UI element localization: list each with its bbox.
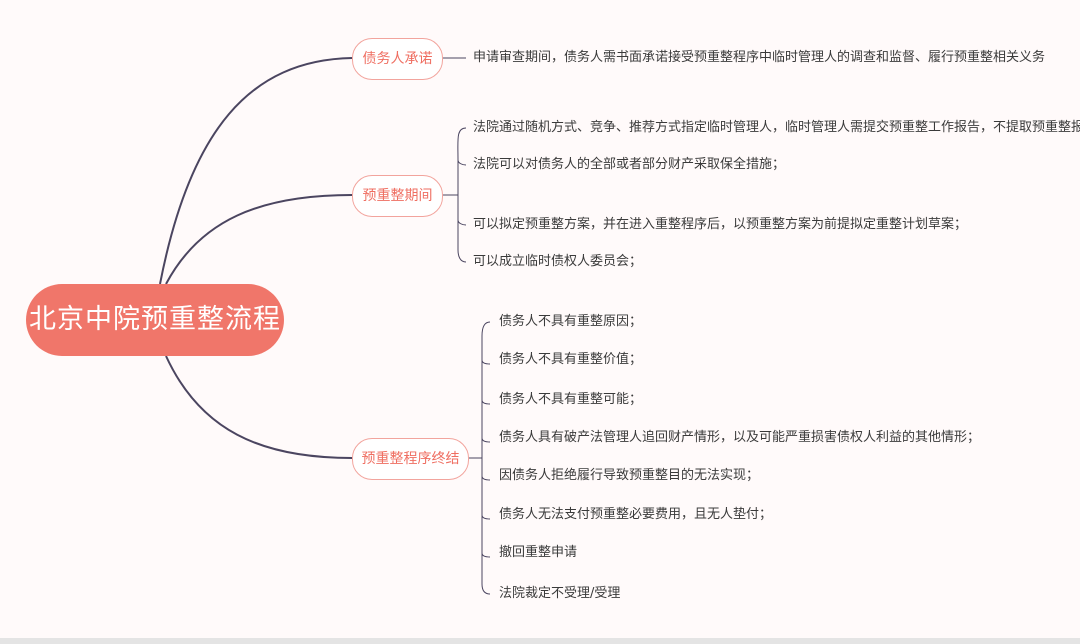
branch-node-pre-reorganization-termination[interactable]: 预重整程序终结 bbox=[352, 438, 469, 480]
leaf-item[interactable]: 可以拟定预重整方案，并在进入重整程序后，以预重整方案为前提拟定重整计划草案； bbox=[473, 217, 968, 232]
connector-root-branch-1 bbox=[159, 57, 353, 285]
connector-root-branch-3 bbox=[165, 355, 353, 459]
bracket-branch-2 bbox=[441, 127, 467, 263]
leaf-item[interactable]: 债务人不具有重整原因； bbox=[499, 314, 643, 329]
leaf-item[interactable]: 申请审查期间，债务人需书面承诺接受预重整程序中临时管理人的调查和监督、履行预重整… bbox=[473, 50, 1046, 65]
leaf-item[interactable]: 债务人无法支付预重整必要费用，且无人垫付； bbox=[499, 507, 773, 522]
bracket-branch-3 bbox=[467, 321, 491, 595]
leaf-item[interactable]: 债务人不具有重整可能； bbox=[499, 392, 643, 407]
bottom-divider bbox=[0, 638, 1080, 644]
leaf-item[interactable]: 债务人不具有重整价值； bbox=[499, 352, 643, 367]
leaf-item[interactable]: 法院通过随机方式、竞争、推荐方式指定临时管理人，临时管理人需提交预重整工作报告，… bbox=[473, 120, 1080, 135]
leaf-item[interactable]: 可以成立临时债权人委员会； bbox=[473, 254, 643, 269]
leaf-item[interactable]: 法院裁定不受理/受理 bbox=[499, 586, 621, 601]
branch-node-debtor-commitment[interactable]: 债务人承诺 bbox=[352, 38, 443, 80]
leaf-item[interactable]: 因债务人拒绝履行导致预重整目的无法实现； bbox=[499, 468, 760, 483]
leaf-item[interactable]: 法院可以对债务人的全部或者部分财产采取保全措施； bbox=[473, 157, 786, 172]
leaf-item[interactable]: 撤回重整申请 bbox=[499, 545, 578, 560]
root-node[interactable]: 北京中院预重整流程 bbox=[26, 284, 284, 356]
connector-root-branch-2 bbox=[165, 194, 353, 285]
branch-node-pre-reorganization-period[interactable]: 预重整期间 bbox=[352, 175, 443, 217]
leaf-item[interactable]: 债务人具有破产法管理人追回财产情形，以及可能严重损害债权人利益的其他情形； bbox=[499, 430, 981, 445]
